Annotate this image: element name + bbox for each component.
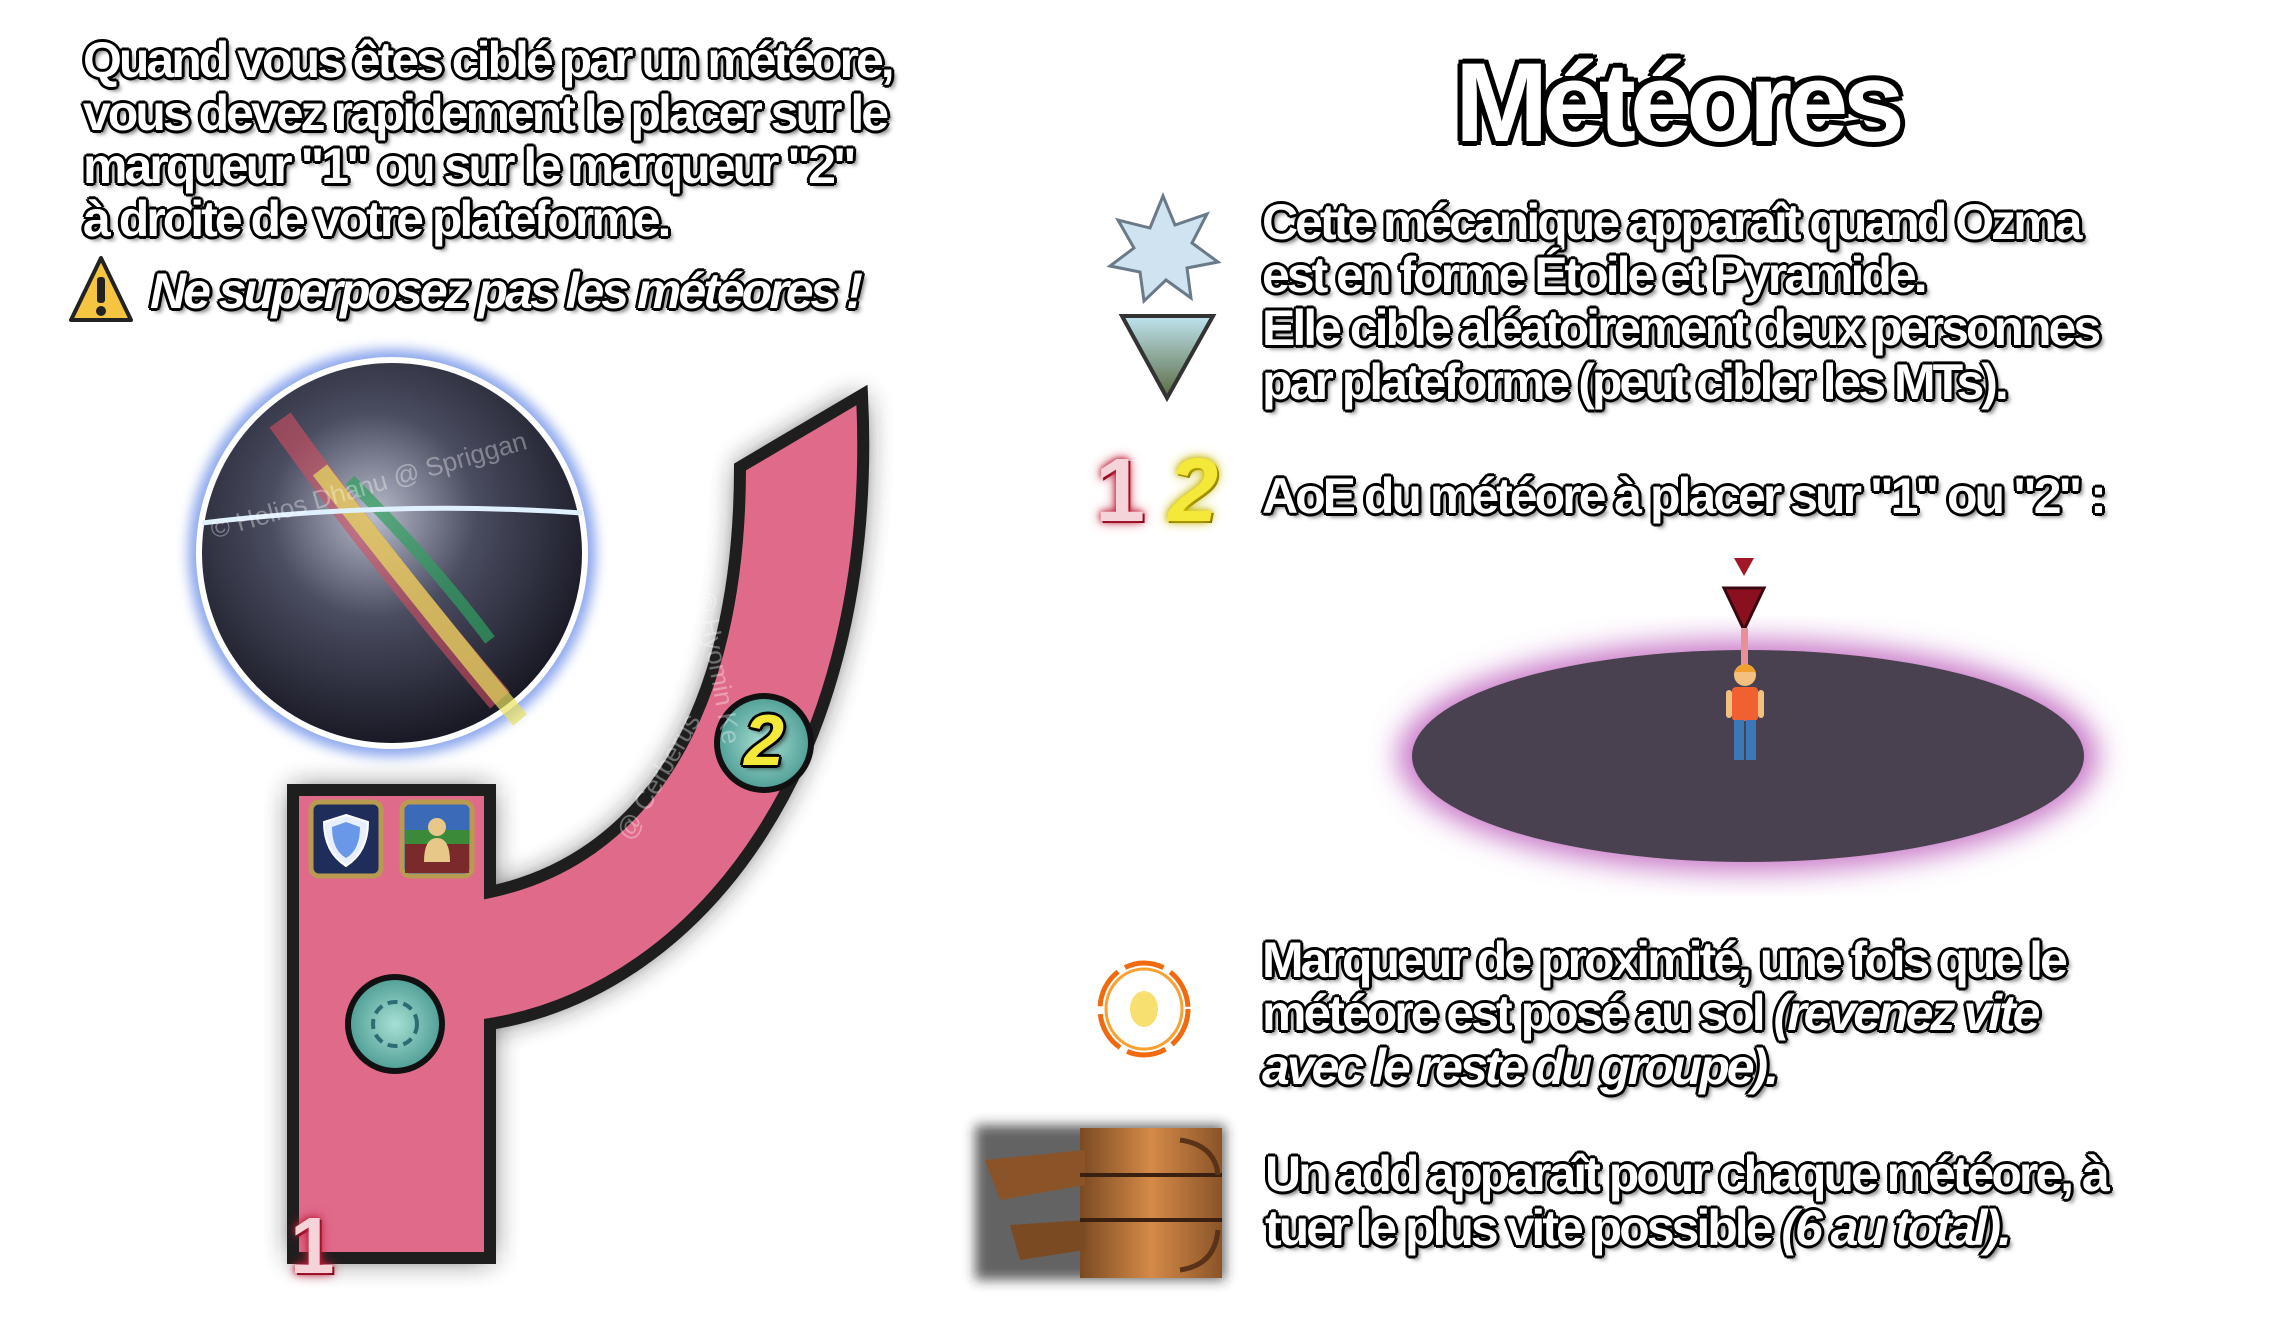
player-character-icon: [1726, 664, 1764, 760]
waymark-teal-marker: [345, 974, 445, 1074]
map-marker-2-label: 2: [744, 701, 785, 781]
ozma-star-form-icon: [1106, 192, 1222, 305]
meteor-sphere-image: [188, 349, 596, 757]
ozma-pyramid-form-icon: [1118, 314, 1217, 403]
dps-role-icon: [399, 799, 475, 879]
proximity-line: avec le reste du groupe).: [1262, 1039, 1779, 1095]
add-line: Un add apparaît pour chaque météore, à: [1265, 1146, 2110, 1202]
aoe-marker-2-icon: 2: [1168, 441, 1219, 541]
add-line: tuer le plus vite possible (6 au total).: [1265, 1200, 2012, 1256]
warning-triangle-icon: [69, 256, 133, 322]
intro-line: vous devez rapidement le placer sur le: [83, 85, 889, 141]
map-marker-1-label: 1: [290, 1201, 335, 1290]
target-marker-icon: [1721, 558, 1767, 668]
proximity-line2-normal: météore est posé au sol: [1262, 985, 1774, 1041]
intro-line: à droite de votre plateforme.: [83, 191, 671, 247]
aoe-text: AoE du météore à placer sur "1" ou "2" :: [1262, 468, 2107, 524]
mechanic-line: est en forme Étoile et Pyramide.: [1262, 247, 1928, 303]
page-title: Météores: [1455, 40, 1905, 165]
proximity-marker-icon: [1097, 960, 1191, 1058]
warning-text: Ne superposez pas les météores !: [150, 263, 863, 319]
intro-line: Quand vous êtes ciblé par un météore,: [83, 32, 895, 88]
mechanic-line: par plateforme (peut cibler les MTs).: [1262, 354, 2009, 410]
tank-role-icon: [308, 799, 384, 879]
proximity-line2-italic: (revenez vite: [1773, 985, 2041, 1041]
intro-line: marqueur "1" ou sur le marqueur "2": [83, 138, 857, 194]
add-enemy-image: [975, 1125, 1225, 1280]
add-line2-italic: (6 au total).: [1781, 1200, 2012, 1256]
proximity-line: Marqueur de proximité, une fois que le: [1262, 932, 2068, 988]
waymark-2-marker: [714, 693, 814, 793]
aoe-marker-1-icon: 1: [1095, 441, 1146, 541]
mechanic-line: Elle cible aléatoirement deux personnes: [1262, 300, 2101, 356]
mechanic-line: Cette mécanique apparaît quand Ozma: [1262, 194, 2082, 250]
proximity-line: météore est posé au sol (revenez vite: [1262, 985, 2041, 1041]
add-line2-normal: tuer le plus vite possible: [1265, 1200, 1782, 1256]
